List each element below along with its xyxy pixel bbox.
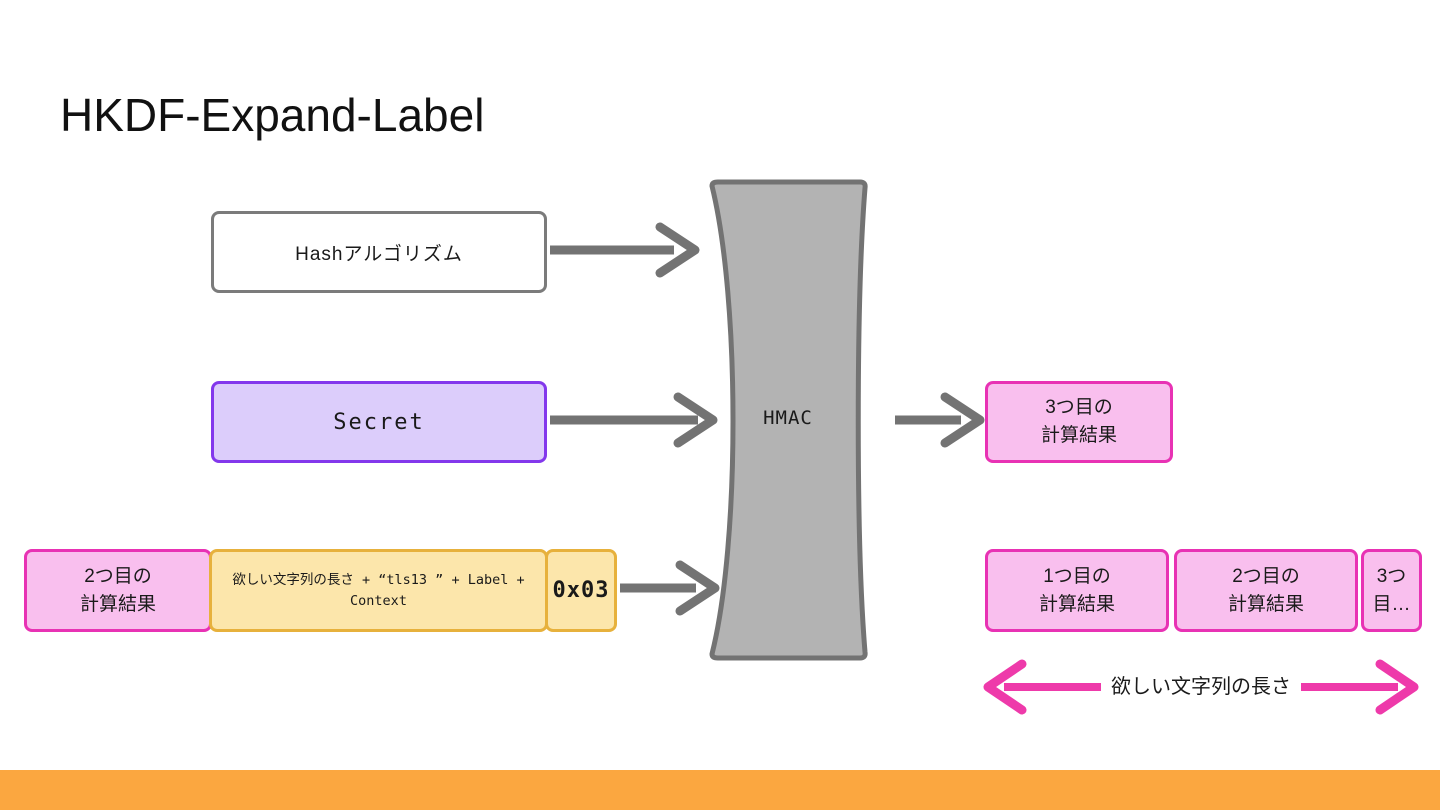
desired-length-label: 欲しい文字列の長さ [1101, 676, 1301, 698]
label-context-box[interactable]: 欲しい文字列の長さ + “tls13 ” + Label + Context [209, 549, 548, 632]
output-stream-3-line1: 3つ [1376, 565, 1407, 587]
desired-length-label-wrap: 欲しい文字列の長さ [980, 670, 1422, 699]
output-stream-1-line2: 計算結果 [1038, 593, 1115, 615]
output-stream-label-1: 1つ目の 計算結果 [988, 563, 1166, 619]
output-stream-label-2: 2つ目の 計算結果 [1177, 563, 1355, 619]
desired-length-measure: 欲しい文字列の長さ [980, 658, 1422, 716]
arrow-secret-to-hmac [550, 392, 718, 448]
bottom-accent-bar [0, 770, 1440, 810]
output-stream-3-line2: 目… [1372, 593, 1411, 615]
counter-byte-label: 0x03 [552, 578, 610, 603]
output-stream-item-1[interactable]: 1つ目の 計算結果 [985, 549, 1169, 632]
label-context-line1: 欲しい文字列の長さ + “tls13 ” + Label + [232, 571, 525, 588]
secret-box[interactable]: Secret [211, 381, 547, 463]
previous-result-line1: 2つ目の [84, 565, 152, 587]
arrow-message-to-hmac [620, 560, 720, 616]
label-context-label: 欲しい文字列の長さ + “tls13 ” + Label + Context [212, 570, 545, 612]
previous-result-label: 2つ目の 計算結果 [27, 563, 209, 619]
output-stream-2-line1: 2つ目の [1232, 565, 1300, 587]
hmac-process-shape[interactable]: HMAC [696, 172, 880, 668]
arrow-hash-to-hmac [550, 222, 700, 278]
current-output-label: 3つ目の 計算結果 [988, 394, 1170, 450]
hash-algorithm-label: Hashアルゴリズム [295, 243, 463, 265]
current-output-box[interactable]: 3つ目の 計算結果 [985, 381, 1173, 463]
counter-byte-box[interactable]: 0x03 [545, 549, 617, 632]
arrow-hmac-to-output [895, 392, 985, 448]
hmac-label: HMAC [763, 407, 813, 429]
output-stream-label-3: 3つ 目… [1364, 563, 1419, 619]
hmac-shape-svg [709, 179, 868, 661]
output-stream-item-3[interactable]: 3つ 目… [1361, 549, 1422, 632]
previous-result-box[interactable]: 2つ目の 計算結果 [24, 549, 212, 632]
label-context-line2: Context [350, 592, 407, 609]
page-title: HKDF-Expand-Label [60, 89, 485, 141]
output-stream-item-2[interactable]: 2つ目の 計算結果 [1174, 549, 1358, 632]
secret-label: Secret [333, 409, 425, 435]
output-stream-1-line1: 1つ目の [1043, 565, 1111, 587]
output-stream-2-line2: 計算結果 [1227, 593, 1304, 615]
current-output-line2: 計算結果 [1040, 425, 1117, 446]
current-output-line1: 3つ目の [1045, 397, 1113, 418]
previous-result-line2: 計算結果 [79, 593, 156, 615]
hash-algorithm-box[interactable]: Hashアルゴリズム [211, 211, 547, 293]
